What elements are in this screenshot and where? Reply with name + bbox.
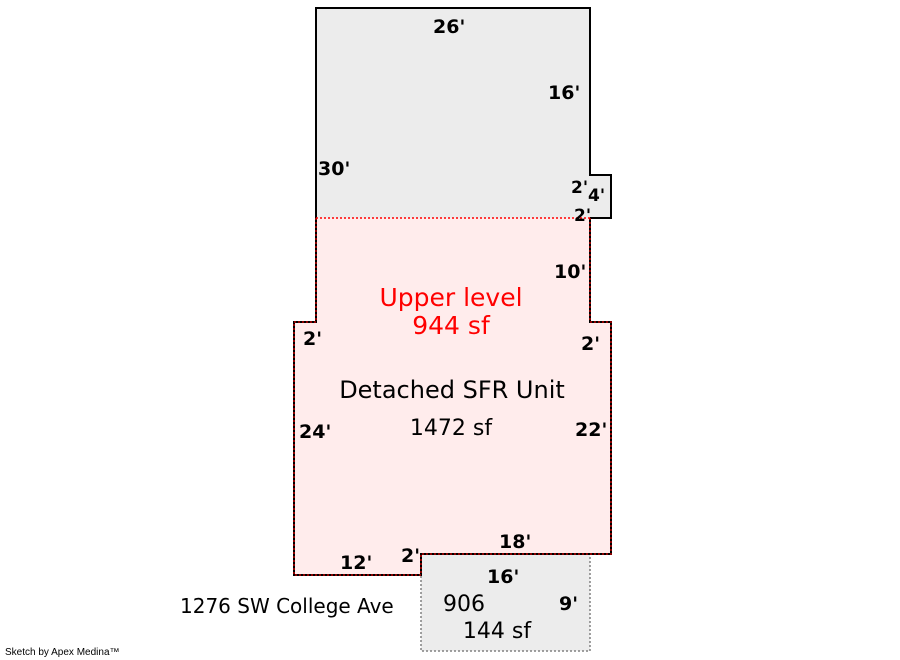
- dim-right-upper: 16': [548, 82, 580, 104]
- main-unit-area: [294, 218, 611, 575]
- upper-outline: [315, 7, 612, 219]
- dim-right-step: 2': [581, 333, 600, 355]
- dim-bottom-right: 18': [499, 531, 531, 553]
- upper-floor-area: [316, 8, 611, 218]
- dim-bottom-notch: 2': [401, 545, 420, 567]
- dim-top: 26': [433, 16, 465, 38]
- sketch-credit: Sketch by Apex Medina™: [5, 647, 120, 658]
- main-unit-area-value: 1472 sf: [410, 416, 493, 441]
- dim-bump-side: 4': [588, 186, 605, 206]
- dim-bump-bottom: 2': [574, 206, 591, 226]
- dim-bump-top: 2': [571, 178, 588, 198]
- upper-level-name: Upper level: [379, 283, 522, 312]
- dim-porch-top: 16': [487, 566, 519, 588]
- property-address: 1276 SW College Ave: [180, 594, 394, 618]
- dim-left-upper: 30': [318, 158, 350, 180]
- dim-bottom-left: 12': [340, 552, 372, 574]
- upper-level-area: 944 sf: [412, 311, 491, 340]
- main-unit-name: Detached SFR Unit: [339, 376, 565, 404]
- porch-number: 906: [443, 592, 485, 617]
- dim-porch-side: 9': [559, 593, 578, 615]
- main-outline-red-dots: [293, 218, 612, 576]
- porch-area-value: 144 sf: [463, 619, 532, 644]
- dim-left-lower: 24': [299, 421, 331, 443]
- dim-right-mid: 10': [554, 261, 586, 283]
- dim-left-step: 2': [303, 328, 322, 350]
- dim-right-lower: 22': [575, 419, 607, 441]
